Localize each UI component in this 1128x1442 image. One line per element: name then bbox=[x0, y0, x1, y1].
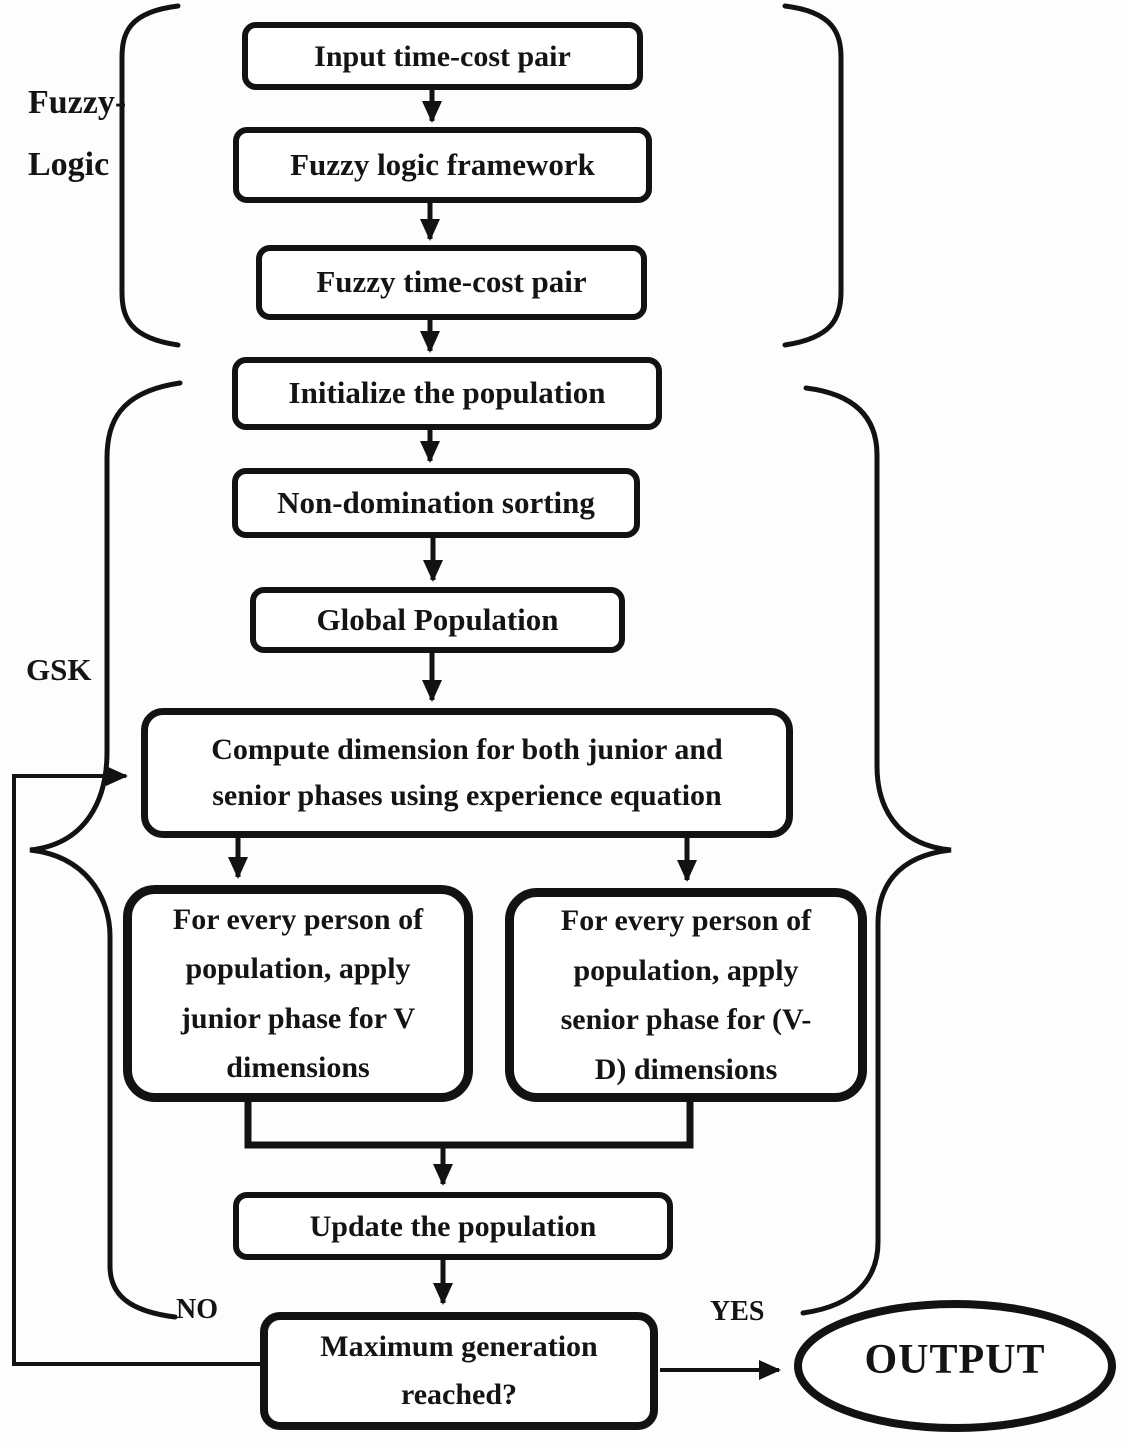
merge-connector bbox=[244, 1100, 694, 1149]
output-terminator-label: OUTPUT bbox=[864, 1337, 1046, 1383]
node-global-population: Global Population bbox=[250, 587, 625, 653]
no-edge-label: NO bbox=[176, 1294, 218, 1325]
node-max-generation-decision: Maximum generation reached? bbox=[260, 1312, 658, 1430]
node-compute-dimension: Compute dimension for both junior and se… bbox=[141, 708, 793, 838]
fuzzy-logic-section-label-line1: Fuzzy- bbox=[28, 84, 127, 121]
gsk-section-label: GSK bbox=[26, 652, 92, 687]
gsk-right-brace bbox=[800, 385, 952, 1316]
fuzzy-logic-left-bracket bbox=[119, 3, 181, 348]
node-input-time-cost-pair: Input time-cost pair bbox=[242, 22, 643, 90]
node-fuzzy-time-cost-pair: Fuzzy time-cost pair bbox=[256, 245, 647, 320]
node-senior-phase: For every person of population, apply se… bbox=[505, 888, 867, 1102]
node-junior-phase: For every person of population, apply ju… bbox=[123, 885, 473, 1102]
yes-edge-label: YES bbox=[710, 1296, 765, 1327]
node-update-population: Update the population bbox=[233, 1192, 673, 1260]
fuzzy-logic-right-bracket bbox=[782, 3, 844, 348]
fuzzy-logic-section-label-line2: Logic bbox=[28, 146, 110, 183]
no-loop-arrow bbox=[12, 766, 262, 1366]
gsk-left-brace bbox=[29, 380, 183, 1320]
node-initialize-population: Initialize the population bbox=[232, 357, 662, 430]
node-fuzzy-logic-framework: Fuzzy logic framework bbox=[233, 127, 652, 203]
node-non-domination-sorting: Non-domination sorting bbox=[232, 468, 640, 538]
output-ellipse bbox=[794, 1300, 1116, 1432]
